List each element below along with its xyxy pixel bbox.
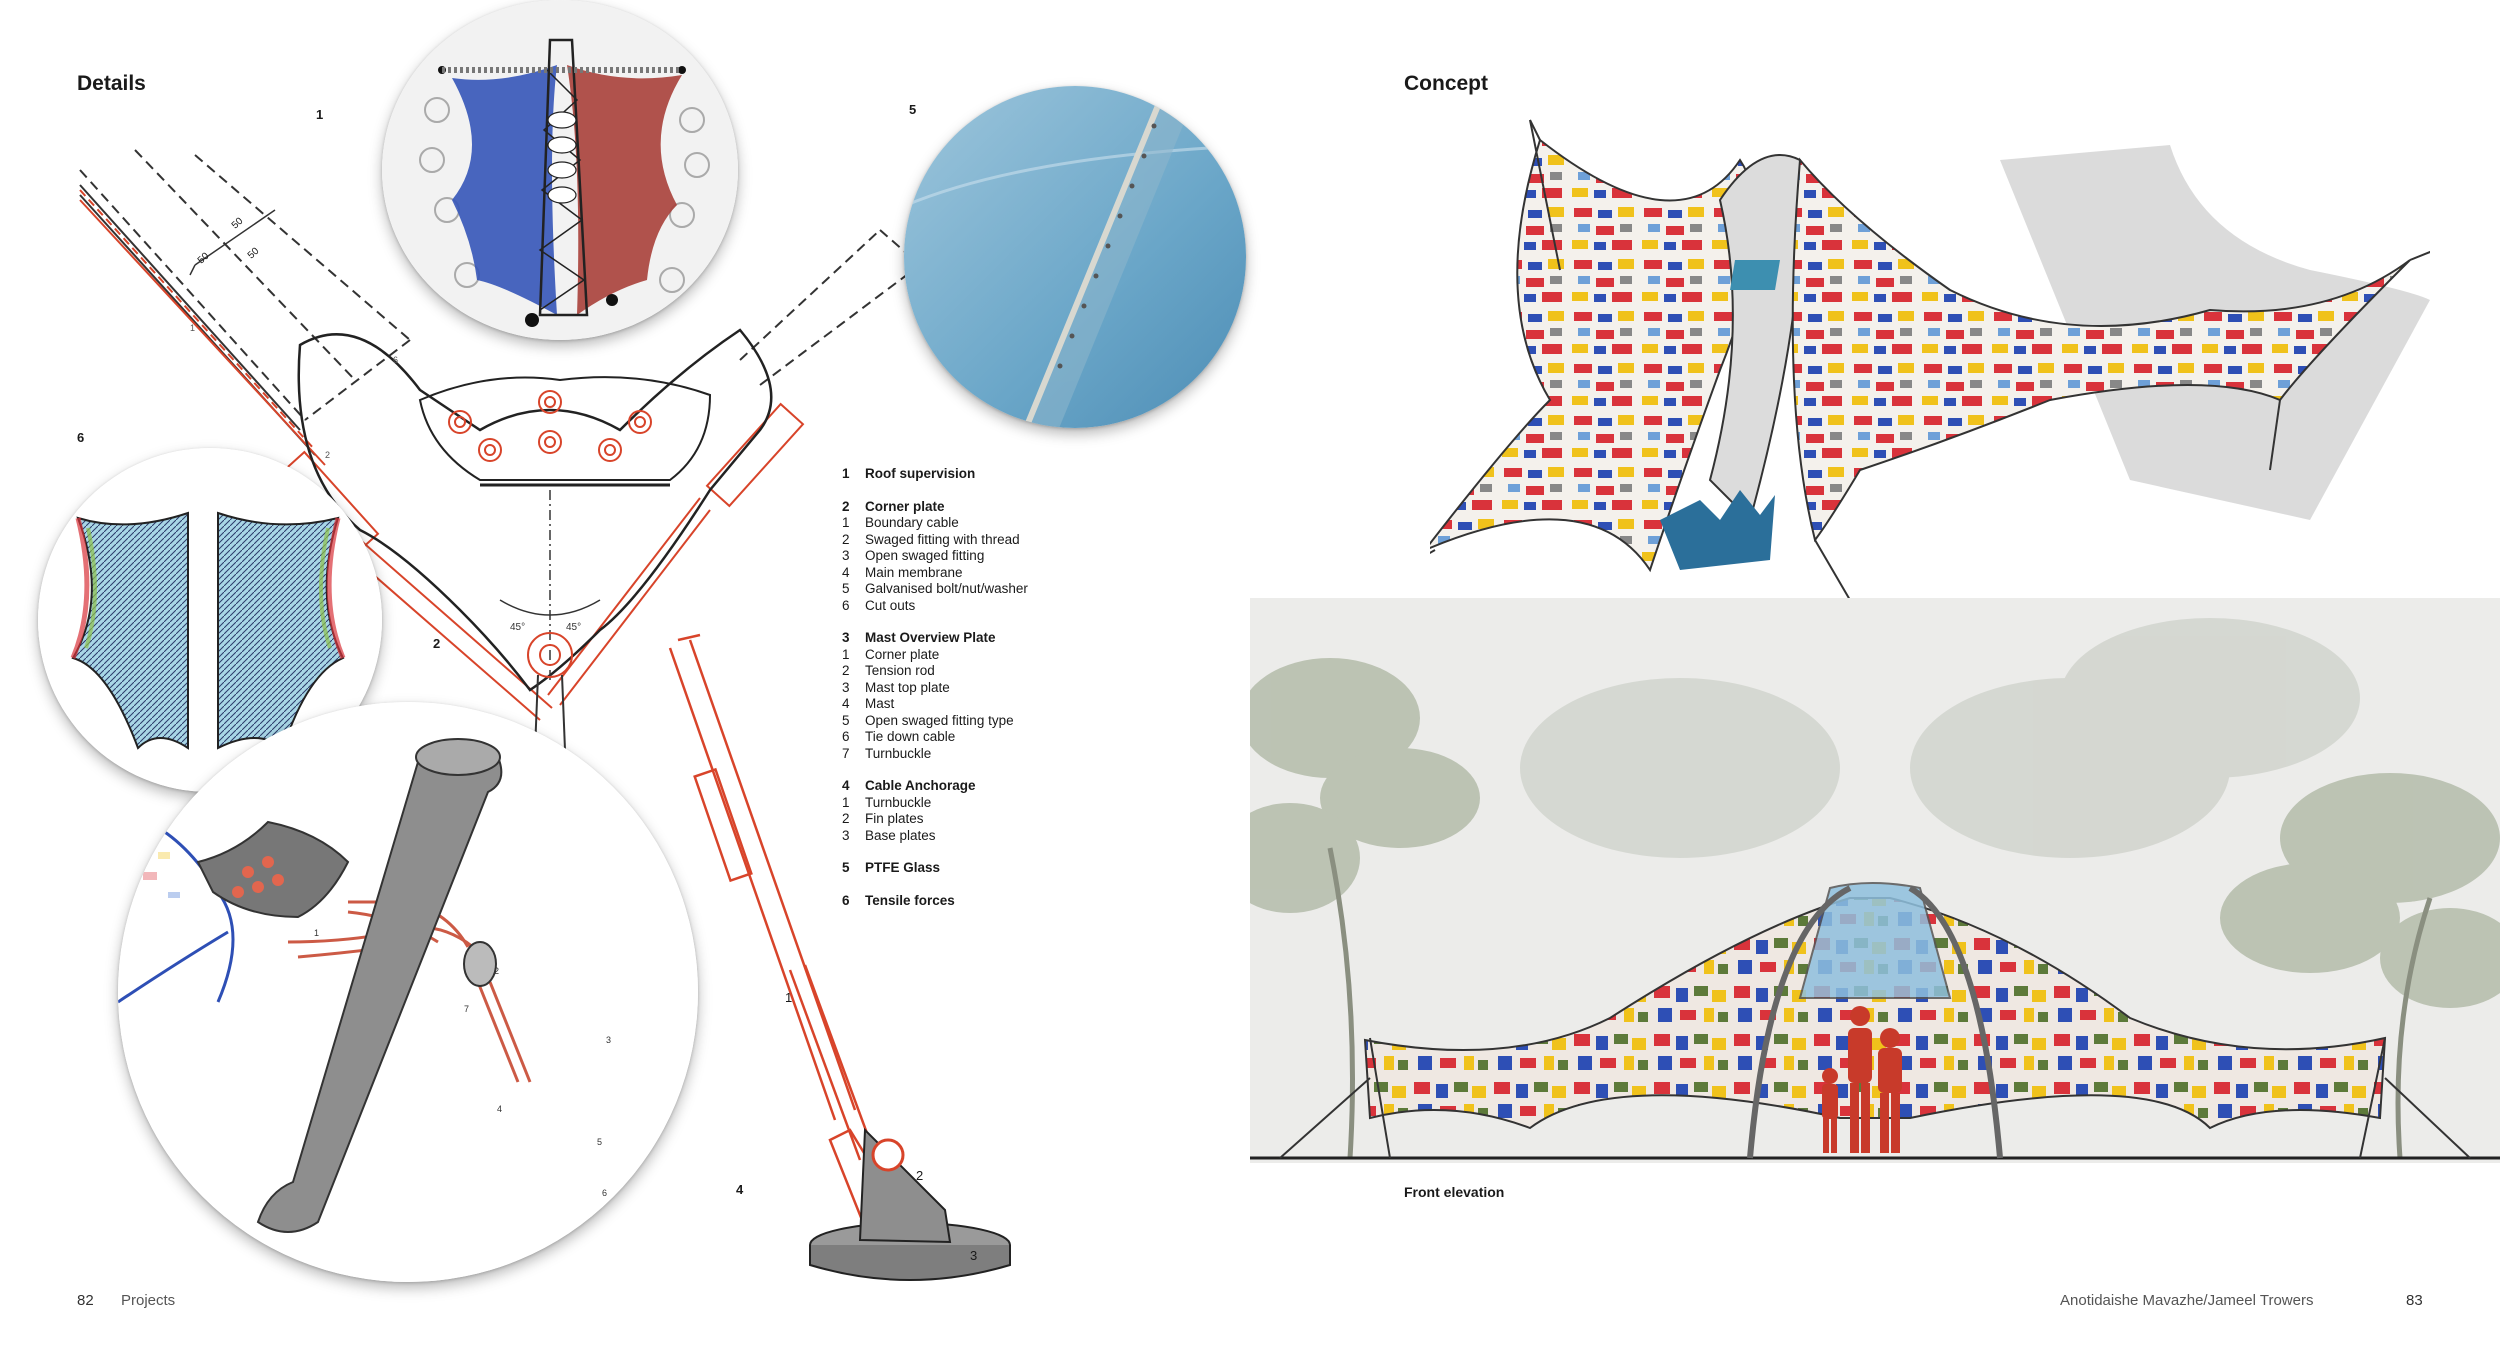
detail-number-6: 6 (77, 430, 85, 445)
mast-label: 3 (970, 1248, 978, 1263)
section-name: Projects (121, 1292, 176, 1309)
page-number-left: 82 (77, 1292, 94, 1309)
detail-circle-ptfe-glass (904, 86, 1246, 428)
authors: Anotidaishe Mavazhe/Jameel Trowers (2060, 1292, 2314, 1309)
detail-number-4: 4 (736, 1182, 744, 1197)
corner-plate-drawing (79, 149, 1011, 1281)
front-elevation-render (1250, 618, 2500, 1160)
concept-heading: Concept (1404, 72, 1488, 95)
detail-circle-mast-membrane (382, 0, 738, 340)
anchor-label: 2 (494, 966, 500, 976)
angle-label: 45° (566, 622, 582, 633)
elevation-caption: Front elevation (1404, 1184, 1505, 1200)
mast-label: 1 (785, 990, 793, 1005)
cable-label: 6 (393, 355, 399, 365)
angle-label: 45° (510, 622, 526, 633)
detail-circle-cable-anchorage (118, 702, 698, 1282)
mast-label: 2 (916, 1168, 924, 1183)
detail-number-5: 5 (909, 102, 917, 117)
cable-label: 1 (190, 323, 196, 333)
detail-circle-tensile-forces (38, 448, 382, 792)
details-heading: Details (77, 72, 146, 95)
anchor-label: 6 (602, 1188, 608, 1198)
anchor-label: 5 (597, 1137, 603, 1147)
anchor-label: 7 (464, 1004, 470, 1014)
page-number-right: 83 (2406, 1292, 2423, 1309)
detail-number-1: 1 (316, 107, 324, 122)
cable-label: 2 (325, 450, 331, 460)
concept-render (1430, 119, 2430, 601)
anchor-label: 1 (314, 928, 320, 938)
anchor-label: 3 (606, 1035, 612, 1045)
detail-number-2: 2 (433, 636, 441, 651)
anchor-label: 4 (497, 1104, 503, 1114)
